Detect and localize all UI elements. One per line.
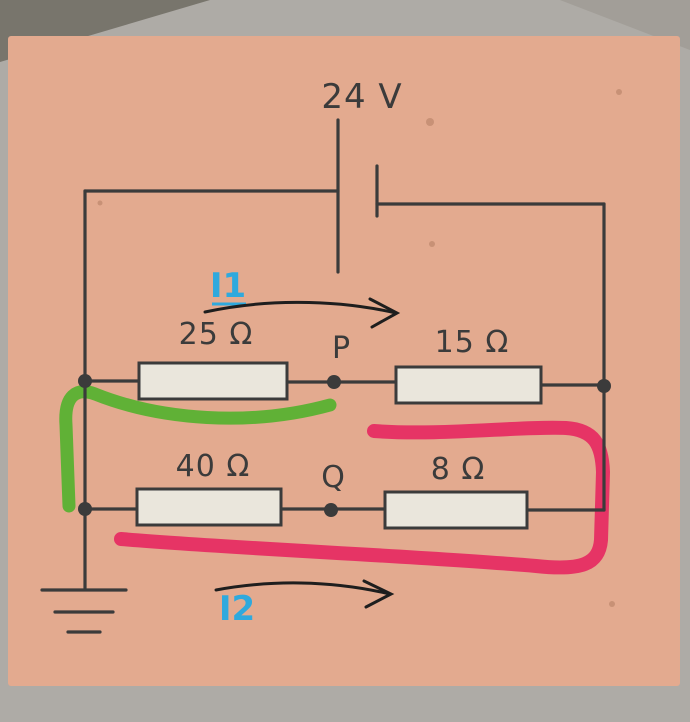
node-right-top — [597, 379, 611, 393]
current-i1-label: I1 — [210, 266, 246, 306]
resistor-25-label: 25 Ω — [179, 317, 254, 352]
node-p-dot — [327, 375, 341, 389]
junction-nodes — [78, 374, 611, 517]
node-left-bottom — [78, 502, 92, 516]
node-p-label: P — [332, 331, 350, 366]
highlight-pink-stroke — [114, 420, 610, 575]
node-left-top — [78, 374, 92, 388]
circuit-wires — [40, 118, 606, 634]
i1-arrow-head — [368, 297, 401, 329]
resistor-25-body — [137, 361, 289, 401]
resistor-40-body — [135, 487, 283, 527]
current-arrows — [203, 297, 401, 609]
resistor-15-label: 15 Ω — [435, 325, 510, 360]
i2-arrow-shaft — [214, 581, 392, 596]
photo-specks — [97, 89, 622, 607]
voltage-label: 24 V — [321, 77, 402, 117]
resistor-8-body — [383, 490, 529, 530]
resistor-40-label: 40 Ω — [176, 449, 251, 484]
i1-arrow-shaft — [203, 300, 398, 315]
resistor-15-body — [394, 365, 543, 405]
highlight-green-stroke — [59, 385, 337, 513]
resistor-8-label: 8 Ω — [431, 452, 486, 487]
resistor-bodies — [135, 361, 543, 530]
node-q-dot — [324, 503, 338, 517]
current-i2-label: I2 — [219, 589, 255, 629]
i2-arrow-head — [362, 579, 395, 609]
circuit-labels: 24 V 25 Ω P 15 Ω 40 Ω Q 8 Ω — [176, 77, 510, 495]
node-q-label: Q — [321, 460, 345, 495]
